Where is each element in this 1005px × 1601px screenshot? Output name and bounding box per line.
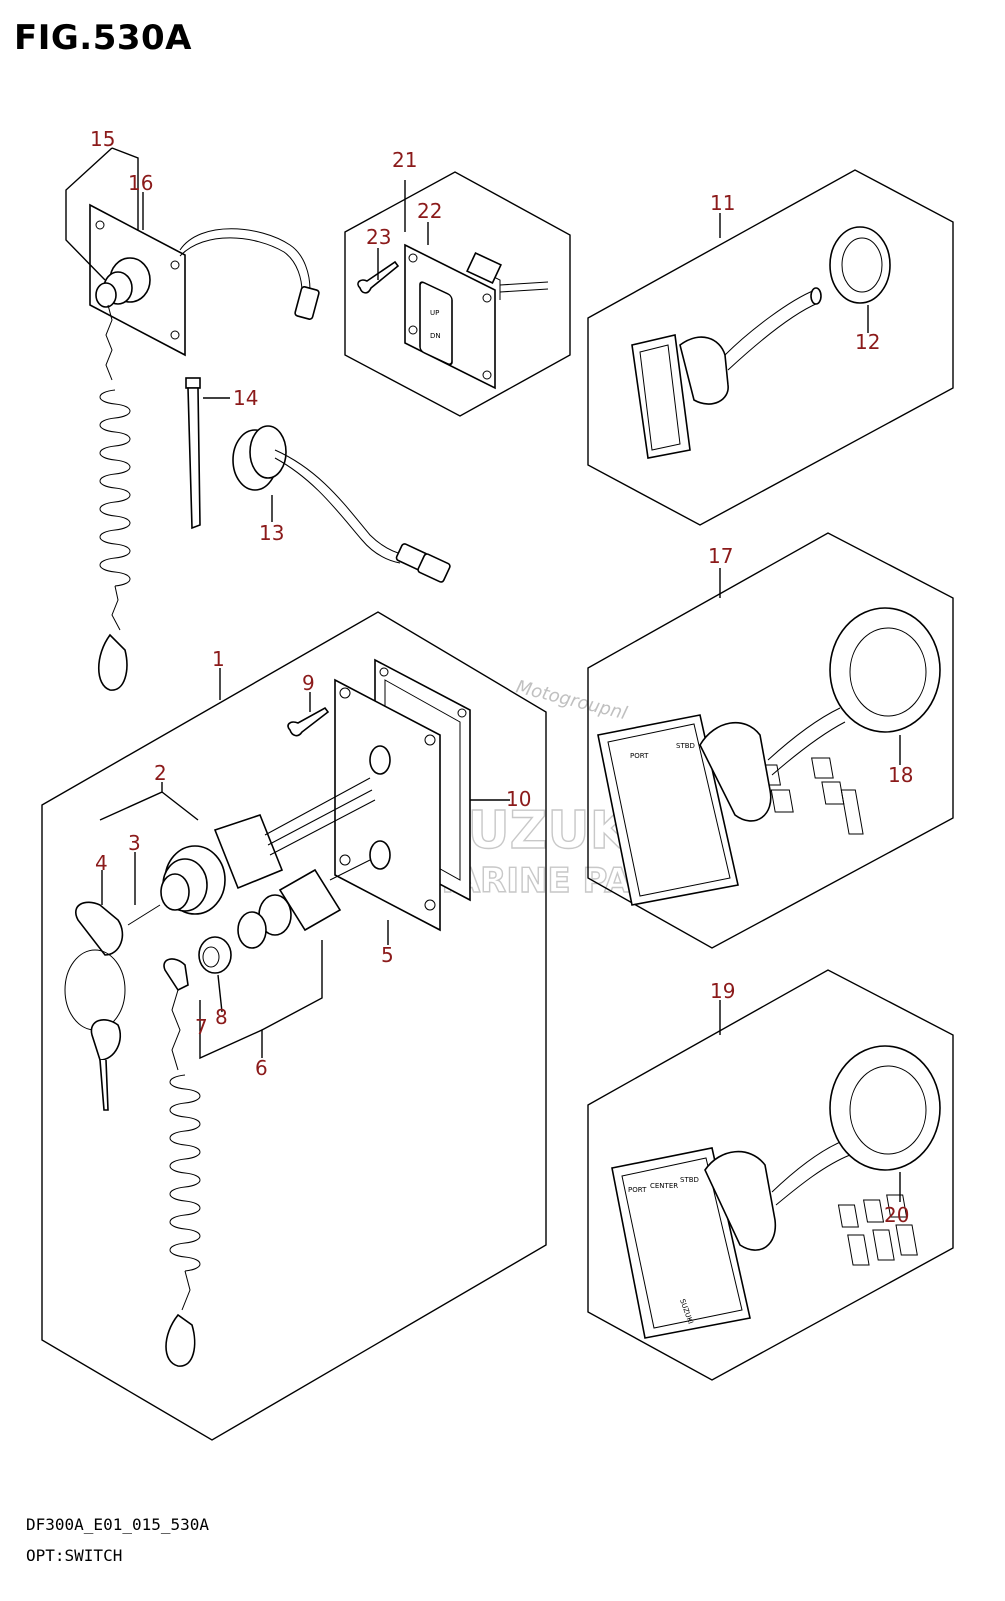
switch-up-label: UP <box>430 309 439 317</box>
panel-stbd-label: STBD <box>676 742 695 750</box>
screw-9 <box>287 706 330 737</box>
callout-21: 21 <box>392 148 417 172</box>
callout-23: 23 <box>366 225 391 249</box>
callout-18: 18 <box>888 763 913 787</box>
group-box-21 <box>344 171 571 417</box>
callout-22: 22 <box>417 199 442 223</box>
callout-20: 20 <box>884 1203 909 1227</box>
single-switch-panel <box>631 226 891 459</box>
callout-17: 17 <box>708 544 733 568</box>
callout-19: 19 <box>710 979 735 1003</box>
kill-switch-assembly <box>89 203 320 691</box>
nut-8 <box>198 936 232 974</box>
callout-15: 15 <box>90 127 115 151</box>
group-box-1 <box>41 611 547 1441</box>
panel3-center-label: CENTER <box>650 1182 678 1190</box>
panel-port-label: PORT <box>630 752 649 760</box>
callout-4: 4 <box>95 851 108 875</box>
callout-3: 3 <box>128 831 141 855</box>
switch-harness <box>232 425 451 583</box>
figure-code: DF300A_E01_015_530A <box>26 1515 210 1534</box>
leader-lines <box>65 147 901 1202</box>
cable-tie <box>185 377 201 530</box>
callout-2: 2 <box>154 761 167 785</box>
figure-title: FIG.530A <box>14 18 192 58</box>
panel3-stbd-label: STBD <box>680 1176 699 1184</box>
callout-13: 13 <box>259 521 284 545</box>
watermark-site: Motogroupnl <box>514 676 629 724</box>
trim-switch-panel: UP DN <box>357 243 549 390</box>
group-box-19 <box>587 969 954 1381</box>
stop-switch <box>237 859 371 949</box>
callout-6: 6 <box>255 1056 268 1080</box>
callout-14: 14 <box>233 386 258 410</box>
callout-16: 16 <box>128 171 153 195</box>
switch-dn-label: DN <box>430 332 441 340</box>
group-box-17 <box>587 532 954 949</box>
triple-switch-panel: PORT CENTER STBD SUZUKI <box>611 1045 941 1339</box>
ignition-key <box>64 901 161 1111</box>
callout-1: 1 <box>212 647 225 671</box>
lanyard-7 <box>163 958 201 1367</box>
callout-12: 12 <box>855 330 880 354</box>
callout-10: 10 <box>506 787 531 811</box>
dual-switch-panel: PORT STBD <box>597 607 941 906</box>
ignition-switch <box>160 777 376 915</box>
callout-9: 9 <box>302 671 315 695</box>
callouts: 1 2 3 4 5 6 7 8 9 10 11 12 13 14 15 16 1… <box>90 127 913 1227</box>
callout-7: 7 <box>195 1015 208 1039</box>
callout-8: 8 <box>215 1005 228 1029</box>
panel3-port-label: PORT <box>628 1186 647 1194</box>
callout-11: 11 <box>710 191 735 215</box>
callout-5: 5 <box>381 943 394 967</box>
figure-name: OPT:SWITCH <box>26 1546 123 1565</box>
group-box-11 <box>587 169 954 526</box>
